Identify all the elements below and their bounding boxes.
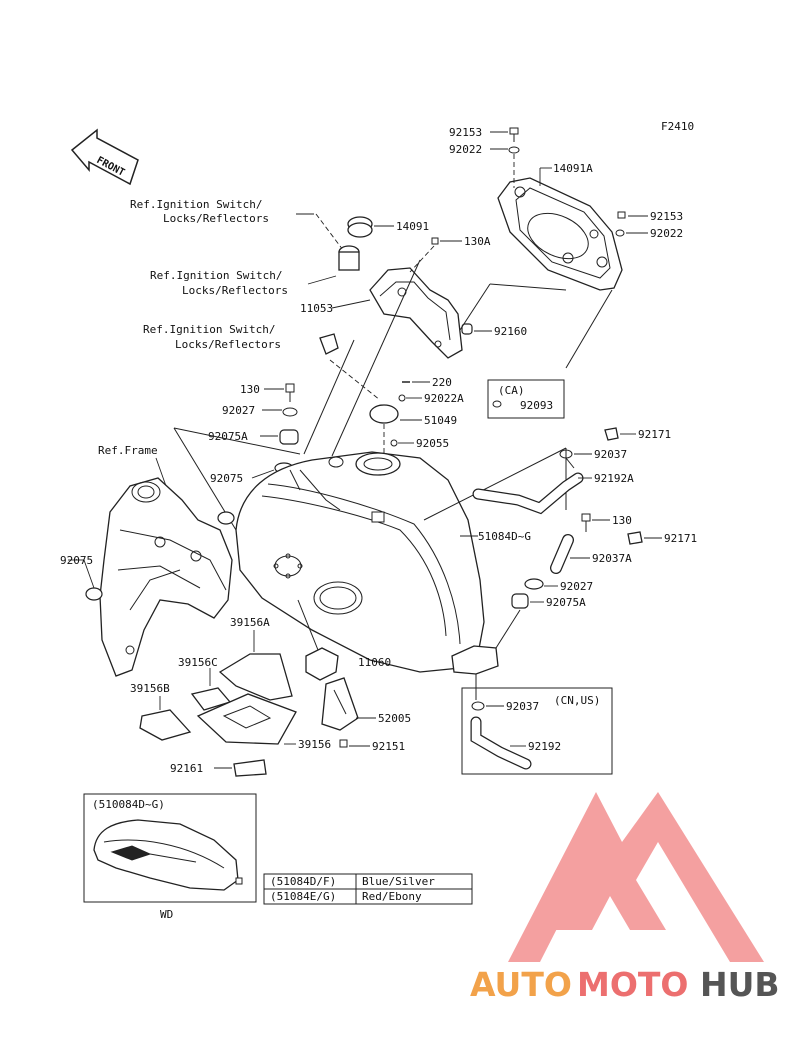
- ref-ignition-1-line1: Ref.Ignition Switch/: [130, 198, 262, 211]
- label-130A: 130A: [464, 235, 491, 248]
- label-92075-left: 92075: [60, 554, 93, 567]
- watermark-text: AUTO MOTO HUB: [470, 965, 780, 1004]
- ca-part-label: 92093: [520, 399, 553, 412]
- label-130-right: 130: [612, 514, 632, 527]
- color-row-2-color: Red/Ebony: [362, 890, 422, 903]
- watermark-part3: HUB: [700, 965, 780, 1004]
- label-39156B: 39156B: [130, 682, 170, 695]
- hose-92192-part: [470, 716, 532, 770]
- ignition-switch-part: [338, 245, 360, 271]
- label-92037: 92037: [594, 448, 627, 461]
- tank-cover-part: [497, 177, 623, 291]
- label-92022A: 92022A: [424, 392, 464, 405]
- label-92027-right: 92027: [560, 580, 593, 593]
- label-14091A: 14091A: [553, 162, 593, 175]
- bolt-92153-top: [508, 127, 520, 154]
- label-92027: 92027: [222, 404, 255, 417]
- ref-ignition-2-line2: Locks/Reflectors: [182, 284, 288, 297]
- pad-92161-part: [233, 759, 267, 777]
- color-row-1-color: Blue/Silver: [362, 875, 435, 888]
- label-92192: 92192: [528, 740, 561, 753]
- label-92022-right: 92022: [650, 227, 683, 240]
- label-92160: 92160: [494, 325, 527, 338]
- frame-part: [85, 477, 235, 677]
- label-92192A: 92192A: [594, 472, 634, 485]
- watermark-part1: AUTO: [470, 965, 572, 1004]
- inset-title: (510084D~G): [92, 798, 165, 811]
- ref-ignition-3-line2: Locks/Reflectors: [175, 338, 281, 351]
- front-arrow-icon: FRONT: [70, 128, 139, 186]
- inset-box: [83, 793, 257, 903]
- label-92037A: 92037A: [592, 552, 632, 565]
- label-92075A-right: 92075A: [546, 596, 586, 609]
- bracket-11060-part: [451, 645, 499, 675]
- hose-92037A-part: [550, 534, 574, 574]
- label-92075-mid: 92075: [210, 472, 243, 485]
- pad-39156-part: [196, 693, 297, 745]
- color-table: (51084D/F) Blue/Silver (51084E/G) Red/Eb…: [263, 873, 473, 905]
- ref-ignition-1-line2: Locks/Reflectors: [163, 212, 269, 225]
- label-92153-top: 92153: [449, 126, 482, 139]
- figure-code: F2410: [661, 120, 694, 133]
- pad-39156B-part: [139, 709, 192, 741]
- ref-ignition-2-line1: Ref.Ignition Switch/: [150, 269, 282, 282]
- label-51084DG: 51084D~G: [478, 530, 531, 543]
- ref-frame: Ref.Frame: [98, 444, 158, 457]
- label-11053: 11053: [300, 302, 333, 315]
- label-92153-right: 92153: [650, 210, 683, 223]
- label-39156: 39156: [298, 738, 331, 751]
- pad-39156A-part: [218, 653, 293, 701]
- cap-51049-part: [369, 404, 399, 424]
- label-220: 220: [432, 376, 452, 389]
- label-92055: 92055: [416, 437, 449, 450]
- label-92075A: 92075A: [208, 430, 248, 443]
- cnus-label: (CN,US): [554, 694, 600, 707]
- label-14091: 14091: [396, 220, 429, 233]
- label-92022-top: 92022: [449, 143, 482, 156]
- watermark-logo-icon: [508, 792, 764, 962]
- color-row-1-code: (51084D/F): [270, 875, 336, 888]
- label-92161: 92161: [170, 762, 203, 775]
- hose-92192A-part: [472, 472, 584, 515]
- bracket-11053-part: [369, 267, 463, 359]
- pump-52005-part: [305, 647, 359, 731]
- cnus-callout-box: [461, 687, 613, 775]
- label-11060: 11060: [358, 656, 391, 669]
- label-39156A: 39156A: [230, 616, 270, 629]
- label-51049: 51049: [424, 414, 457, 427]
- color-row-2-code: (51084E/G): [270, 890, 336, 903]
- inset-tank-icon: [93, 819, 243, 891]
- label-92171-b: 92171: [664, 532, 697, 545]
- label-39156C: 39156C: [178, 656, 218, 669]
- ref-ignition-3-line1: Ref.Ignition Switch/: [143, 323, 275, 336]
- mount-stack-left: [274, 383, 299, 474]
- ca-label: (CA): [498, 384, 525, 397]
- fuel-tank-part: [235, 451, 485, 673]
- inset-caption: WD: [160, 908, 173, 921]
- ca-callout-box: [487, 379, 565, 419]
- label-130: 130: [240, 383, 260, 396]
- label-92037-b: 92037: [506, 700, 539, 713]
- label-92151: 92151: [372, 740, 405, 753]
- label-52005: 52005: [378, 712, 411, 725]
- watermark-part2: MOTO: [577, 965, 688, 1004]
- cap-14091-part: [347, 216, 373, 238]
- label-92171-a: 92171: [638, 428, 671, 441]
